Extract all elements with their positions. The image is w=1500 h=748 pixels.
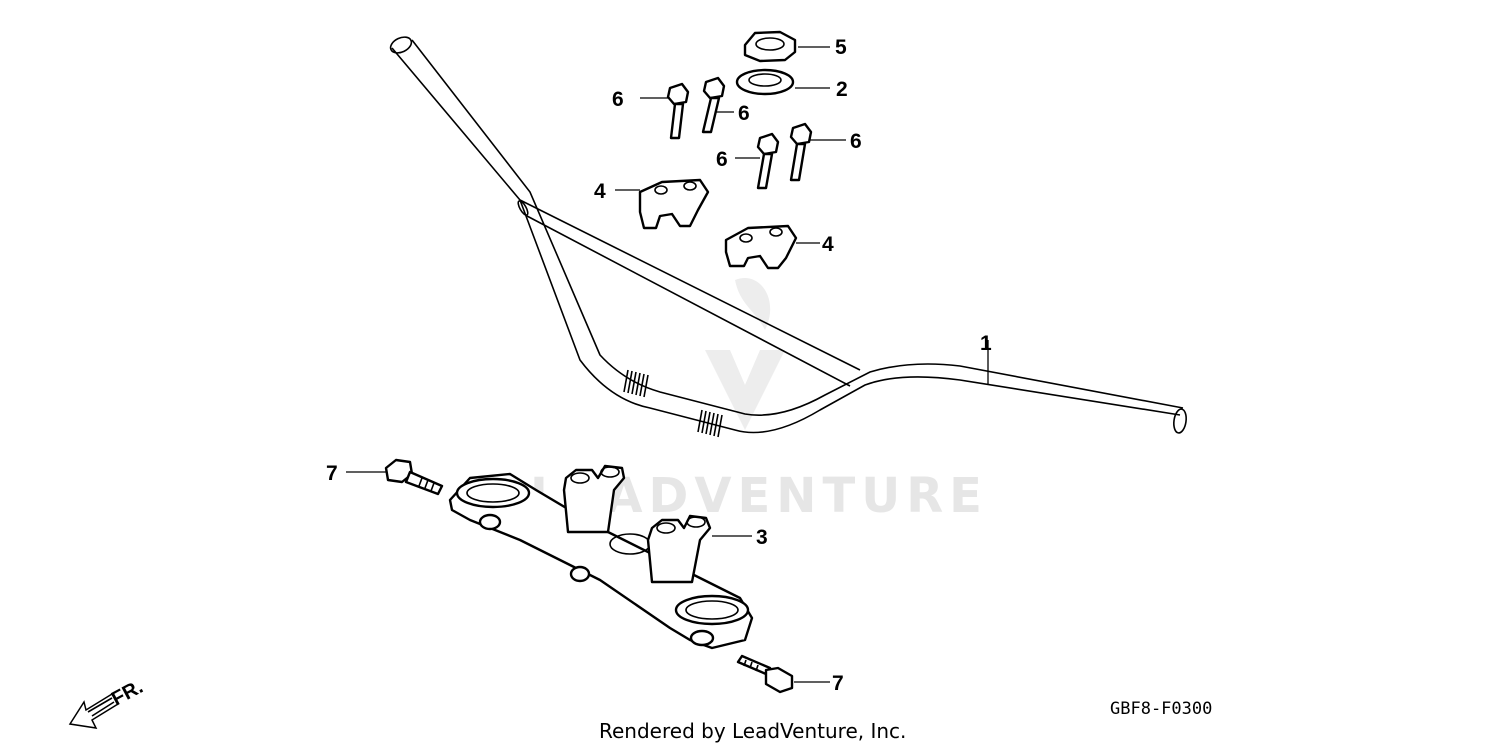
callout-4a: 4 xyxy=(594,180,606,203)
callout-2: 2 xyxy=(836,78,848,101)
holder-upper: 4 xyxy=(594,178,710,230)
knurl-right xyxy=(697,409,723,438)
callout-6a: 6 xyxy=(612,88,624,111)
bolt-bottom: 7 xyxy=(736,654,844,695)
bolt-c: 6 xyxy=(716,132,780,190)
callout-7b: 7 xyxy=(832,672,844,695)
callout-7a: 7 xyxy=(326,462,338,485)
bolt-a: 6 xyxy=(612,82,690,140)
handlebar: 1 xyxy=(389,36,1187,438)
washer: 2 xyxy=(735,68,848,101)
bolt-top-left: 7 xyxy=(326,458,444,496)
holder-lower: 4 xyxy=(724,224,834,270)
callout-4b: 4 xyxy=(822,233,834,256)
bolt-b: 6 xyxy=(701,76,750,134)
knurl-left xyxy=(623,369,649,398)
callout-6d: 6 xyxy=(850,130,862,153)
top-bridge: 3 xyxy=(448,464,768,650)
front-arrow: FR. xyxy=(68,676,147,729)
credit-line: Rendered by LeadVenture, Inc. xyxy=(599,719,906,743)
callout-3: 3 xyxy=(756,526,768,549)
diagram-code: GBF8-F0300 xyxy=(1110,699,1212,719)
callout-1: 1 xyxy=(980,332,992,355)
callout-5: 5 xyxy=(835,36,847,59)
nut: 5 xyxy=(743,30,847,63)
bolt-d: 6 xyxy=(789,122,862,182)
callout-6b: 6 xyxy=(738,102,750,125)
callout-6c: 6 xyxy=(716,148,728,171)
